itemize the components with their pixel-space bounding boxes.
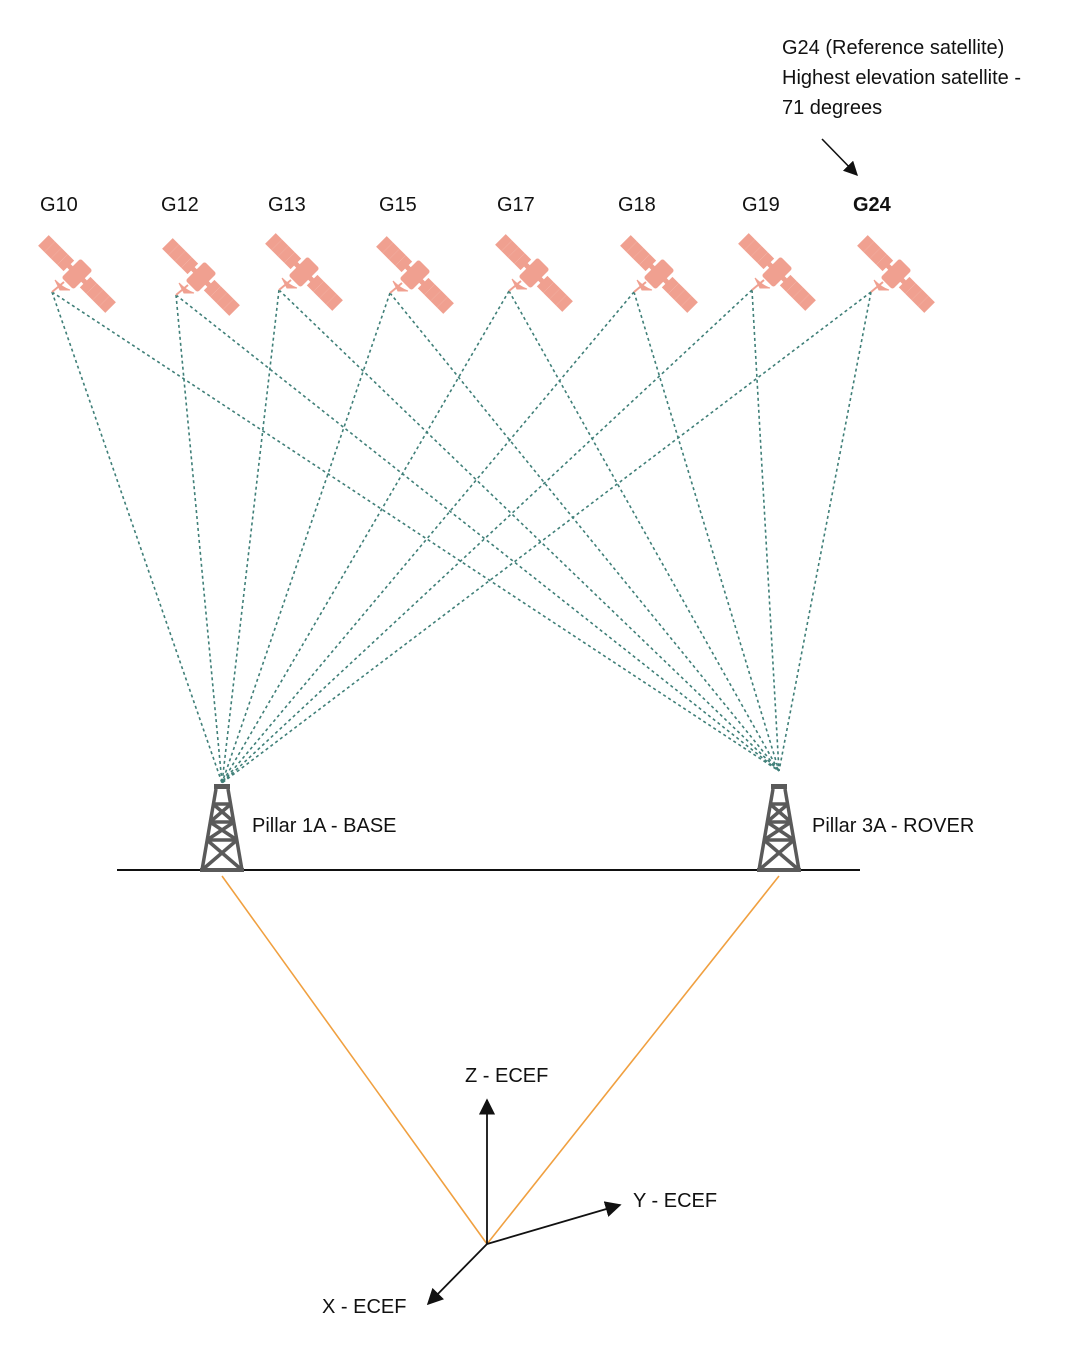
signal-line-rover	[751, 289, 780, 772]
reference-note-line-1: G24 (Reference satellite)	[782, 37, 1004, 59]
satellite-icon	[260, 228, 348, 316]
satellite-label: G17	[497, 194, 535, 216]
signal-line-base	[221, 289, 753, 784]
signal-line-rover	[389, 292, 780, 772]
signal-lines	[51, 289, 872, 784]
antenna-tower-icon	[755, 782, 803, 874]
signal-line-rover	[778, 291, 872, 772]
base-position-vector	[221, 875, 488, 1245]
y-axis-label: Y - ECEF	[633, 1190, 717, 1212]
satellite: G17	[490, 194, 578, 317]
reference-pointer-arrow	[821, 138, 859, 177]
rover-station: Pillar 3A - ROVER	[755, 782, 974, 874]
x-axis-arrow	[426, 1243, 488, 1306]
satellite-label: G18	[618, 194, 656, 216]
base-station: Pillar 1A - BASE	[198, 782, 397, 874]
satellite: G10	[33, 194, 121, 318]
satellite-label: G19	[742, 194, 780, 216]
signal-line-rover	[51, 291, 780, 772]
satellite-icon	[615, 230, 703, 318]
satellite-icon	[733, 228, 821, 316]
signal-line-rover	[278, 289, 780, 772]
ecef-axes: Z - ECEF Y - ECEF X - ECEF	[322, 1065, 717, 1318]
signal-line-base	[221, 291, 635, 784]
base-station-label: Pillar 1A - BASE	[252, 815, 397, 837]
satellite-icon	[33, 230, 121, 318]
satellite-label: G13	[268, 194, 306, 216]
satellite-icon	[490, 229, 578, 317]
rover-position-vector	[486, 875, 780, 1245]
signal-line-base	[221, 290, 510, 784]
signal-line-base	[221, 289, 280, 784]
satellite-label: G15	[379, 194, 417, 216]
satellite-label: G24	[853, 194, 892, 216]
y-axis-arrow	[486, 1201, 622, 1245]
signal-line-base	[175, 294, 223, 784]
satellite-icon	[852, 230, 940, 318]
satellite: G15	[371, 194, 459, 319]
satellite: G24	[852, 194, 940, 318]
rover-station-label: Pillar 3A - ROVER	[812, 815, 974, 837]
signal-line-rover	[633, 291, 780, 772]
signal-line-rover	[508, 290, 780, 772]
reference-note: G24 (Reference satellite) Highest elevat…	[782, 37, 1021, 119]
satellite: G13	[260, 194, 348, 316]
satellite: G19	[733, 194, 821, 316]
satellite-icon	[157, 233, 245, 321]
satellite-label: G12	[161, 194, 199, 216]
signal-line-rover	[175, 294, 780, 772]
signal-line-base	[221, 291, 872, 784]
satellite: G12	[157, 194, 245, 321]
satellite-label: G10	[40, 194, 78, 216]
antenna-tower-icon	[198, 782, 246, 874]
z-axis-label: Z - ECEF	[465, 1065, 548, 1087]
signal-line-base	[221, 292, 391, 784]
satellite-constellation: G10 G12 G13 G15 G17 G18 G19 G24	[33, 194, 940, 321]
signal-line-base	[51, 291, 223, 784]
x-axis-label: X - ECEF	[322, 1296, 406, 1318]
reference-note-line-2: Highest elevation satellite -	[782, 67, 1021, 89]
reference-note-line-3: 71 degrees	[782, 97, 882, 119]
satellite: G18	[615, 194, 703, 318]
